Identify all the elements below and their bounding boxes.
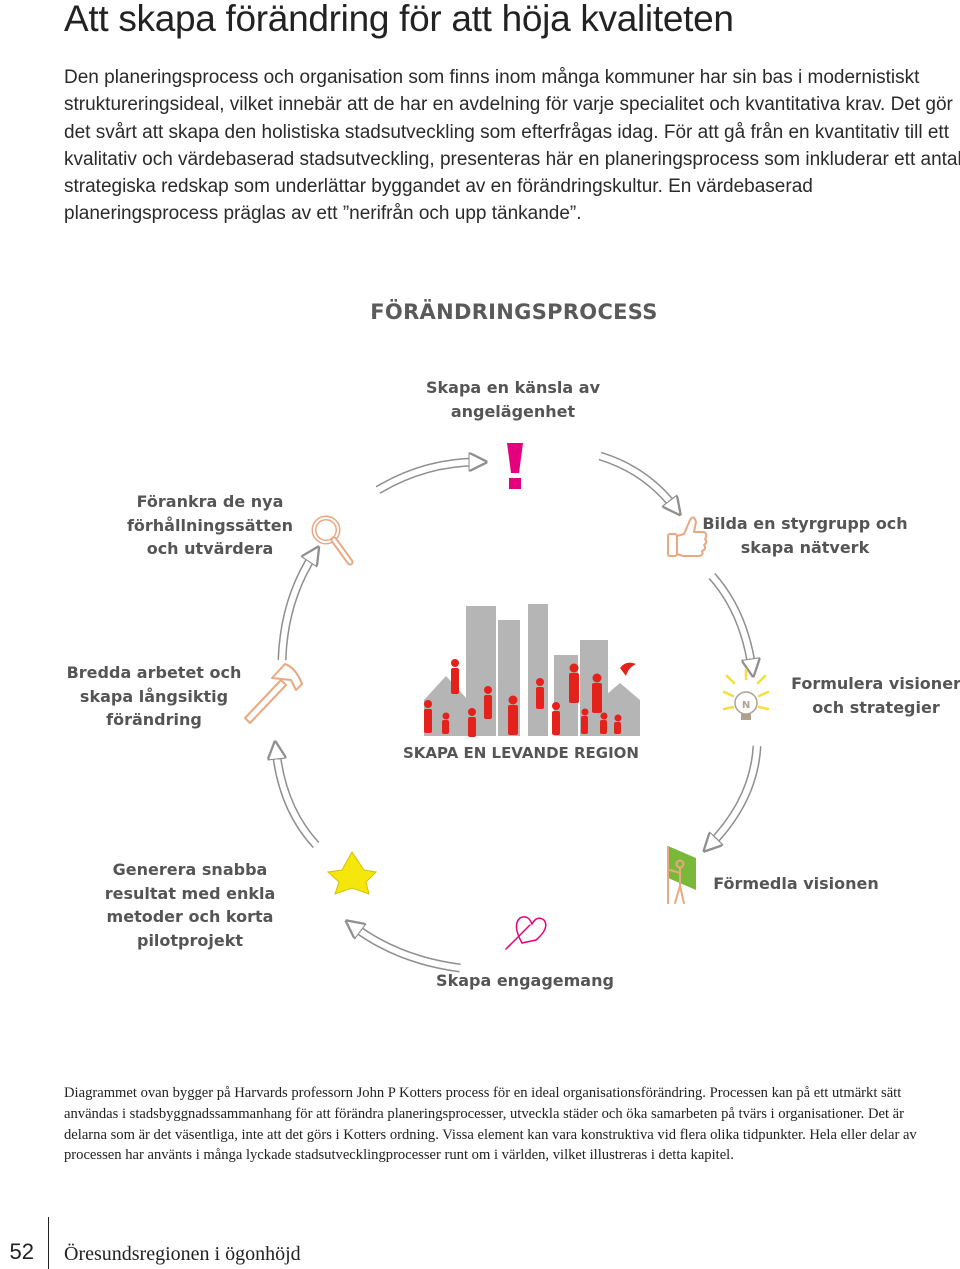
cycle-arrow [708, 573, 752, 668]
running-footer: Öresundsregionen i ögonhöjd [64, 1243, 301, 1265]
step-engagement: Skapa engagemang [436, 971, 614, 990]
diagram-title: FÖRÄNDRINGSPROCESS [370, 300, 658, 324]
page-number: 52 [9, 1239, 34, 1264]
person-figure [614, 714, 622, 734]
person-figure [442, 712, 450, 734]
footnote-paragraph: Diagrammet ovan bygger på Harvards profe… [64, 1085, 917, 1164]
step-sense-of-urgency: Skapa en känsla av angelägenhet [425, 378, 601, 421]
hammer-icon [244, 663, 303, 724]
step-guiding-coalition: Bilda en styrgrupp och skapa nätverk [702, 514, 908, 557]
cycle-arrow [276, 750, 320, 849]
person-figure [581, 708, 589, 734]
person-figure [552, 702, 560, 735]
footer-divider [48, 1217, 49, 1269]
person-figure [468, 708, 476, 737]
cycle-arrow [710, 745, 762, 845]
person-figure [592, 673, 602, 713]
heart-pen-icon [505, 916, 547, 950]
person-figure [424, 700, 432, 733]
star-icon [326, 851, 378, 895]
person-figure [536, 678, 544, 709]
thumbs-up-icon [667, 516, 708, 557]
city-illustration [424, 604, 640, 737]
svg-text:N: N [742, 700, 750, 711]
cycle-arrow [353, 926, 461, 973]
person-figure [600, 712, 608, 734]
center-label: SKAPA EN LEVANDE REGION [403, 744, 639, 762]
person-figure [569, 663, 579, 703]
step-communicate-vision: Förmedla visionen [713, 874, 879, 893]
person-figure [508, 695, 518, 735]
step-short-term-wins: Generera snabba resultat med enkla metod… [104, 860, 276, 950]
intro-paragraph: Den planeringsprocess och organisation s… [64, 67, 960, 225]
magnifier-icon [311, 515, 354, 566]
cycle-arrow [375, 462, 478, 494]
step-broaden-work: Bredda arbetet och skapa långsiktig förä… [66, 663, 242, 729]
lightbulb-icon: N [722, 668, 770, 720]
exclamation-icon [507, 443, 523, 489]
cycle-arrow [598, 451, 675, 508]
step-vision-strategy: Formulera visioner och strategier [791, 674, 960, 717]
bird-icon [620, 662, 636, 676]
cycle-arrow [277, 554, 314, 661]
person-figure [484, 686, 492, 719]
person-with-flag-icon [667, 846, 696, 904]
person-figure [451, 659, 459, 694]
step-anchor-evaluate: Förankra de nya förhållningssätten och u… [126, 492, 294, 558]
page-title: Att skapa förändring för att höja kvalit… [64, 0, 734, 39]
